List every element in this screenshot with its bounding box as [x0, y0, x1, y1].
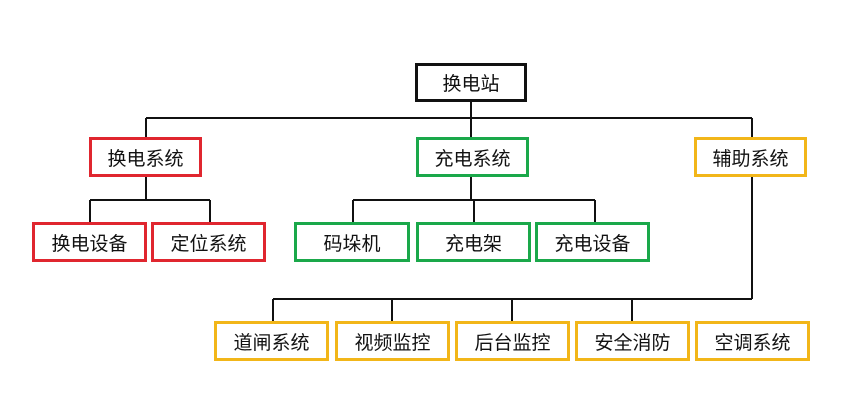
leaf-node-barrier-gate-system: 道闸系统	[214, 321, 329, 361]
branch-node-auxiliary-system: 辅助系统	[694, 137, 807, 177]
root-node-battery-swap-station: 换电站	[415, 63, 527, 102]
leaf-node-stacker: 码垛机	[294, 222, 410, 262]
branch-node-swap-system: 换电系统	[89, 137, 202, 177]
leaf-node-air-conditioning-system: 空调系统	[695, 321, 810, 361]
leaf-node-charging-rack: 充电架	[416, 222, 531, 262]
leaf-node-swap-equipment: 换电设备	[32, 222, 147, 262]
leaf-node-safety-fire-protection: 安全消防	[575, 321, 690, 361]
leaf-node-backend-monitoring: 后台监控	[455, 321, 570, 361]
leaf-node-positioning-system: 定位系统	[151, 222, 266, 262]
leaf-node-video-monitoring: 视频监控	[335, 321, 450, 361]
leaf-node-charging-equipment: 充电设备	[535, 222, 650, 262]
branch-node-charging-system: 充电系统	[416, 137, 529, 177]
